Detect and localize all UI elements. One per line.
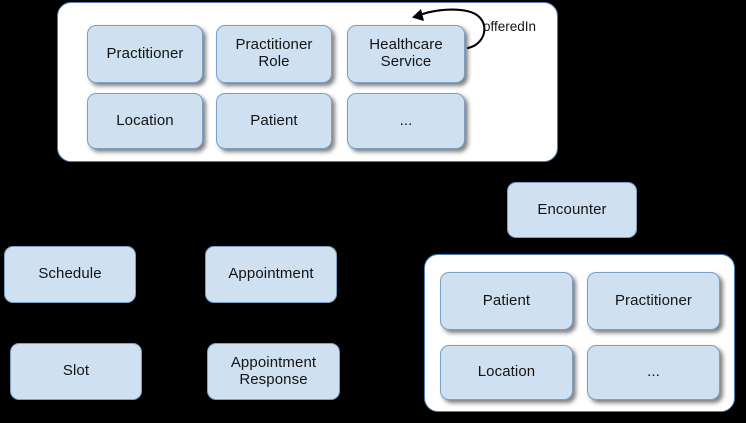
- resource-box-healthcare-service[interactable]: Healthcare Service: [347, 25, 465, 83]
- encounter-box-practitioner[interactable]: Practitioner: [587, 272, 720, 330]
- resource-box-appointment-response[interactable]: Appointment Response: [207, 343, 340, 400]
- resource-box-encounter[interactable]: Encounter: [507, 182, 637, 238]
- resource-box-appointment[interactable]: Appointment: [205, 246, 337, 303]
- resource-box-location[interactable]: Location: [87, 93, 203, 149]
- resource-box-patient[interactable]: Patient: [216, 93, 332, 149]
- resource-box-schedule[interactable]: Schedule: [4, 246, 136, 303]
- resource-box-practitioner[interactable]: Practitioner: [87, 25, 203, 83]
- resource-box-ellipsis[interactable]: ...: [347, 93, 465, 149]
- resource-box-slot[interactable]: Slot: [10, 343, 142, 400]
- offered-in-edge-label: offeredIn: [483, 19, 537, 34]
- encounter-box-location[interactable]: Location: [440, 345, 573, 400]
- encounter-box-ellipsis[interactable]: ...: [587, 345, 720, 400]
- encounter-box-patient[interactable]: Patient: [440, 272, 573, 330]
- resource-box-practitioner-role[interactable]: Practitioner Role: [216, 25, 332, 83]
- offered-in-edge-arrow: [412, 8, 486, 50]
